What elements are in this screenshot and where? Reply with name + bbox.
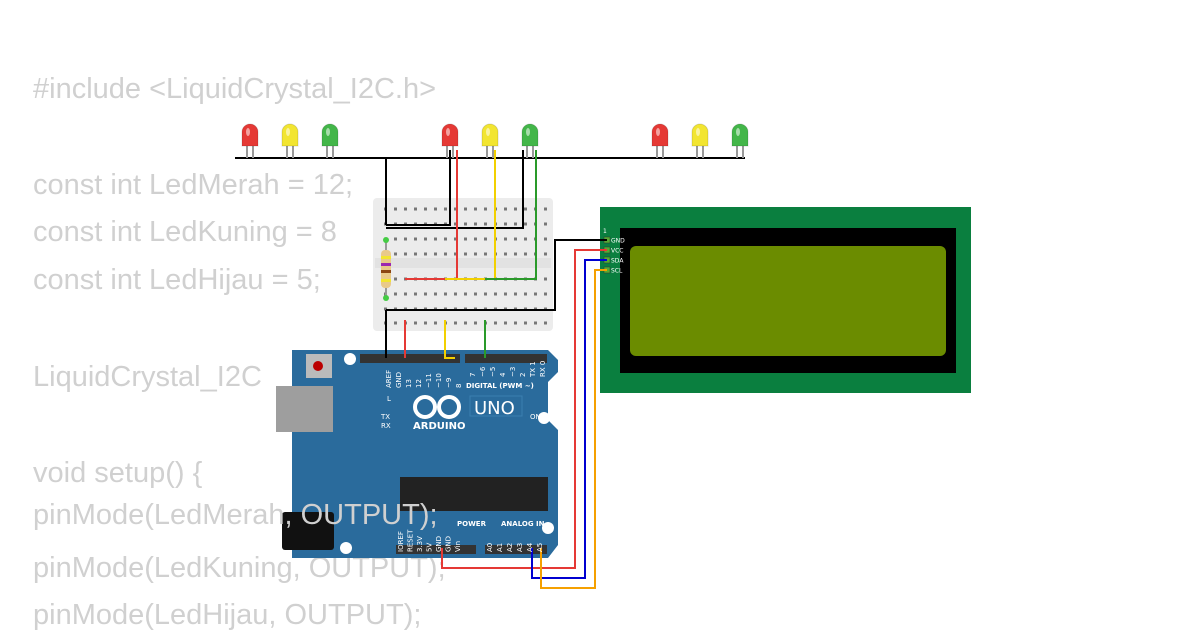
- usb-port: [276, 386, 333, 432]
- led-green[interactable]: [731, 123, 749, 158]
- led-yellow[interactable]: [281, 123, 299, 158]
- pin-label: A5: [536, 543, 544, 552]
- led-tx-label: TX: [380, 413, 390, 421]
- code-line: pinMode(LedMerah, OUTPUT);: [33, 499, 438, 531]
- code-line: const int LedKuning = 8: [33, 216, 337, 248]
- led-green[interactable]: [521, 123, 539, 158]
- pin-label: RESET: [407, 529, 415, 552]
- wire-lcd-scl: [540, 269, 607, 589]
- lcd-i2c-display[interactable]: 1 GND VCC SDA SCL: [600, 207, 971, 393]
- lcd-pin-label: SDA: [611, 258, 624, 265]
- power-header: [396, 545, 476, 554]
- arduino-logo-icon: [413, 395, 461, 419]
- wires: [235, 150, 745, 589]
- pin-label: 8: [455, 384, 463, 388]
- digital-header-left: [360, 354, 460, 363]
- code-line: const int LedMerah = 12;: [33, 169, 354, 201]
- pin-label: A0: [486, 543, 494, 552]
- code-line: void setup() {: [33, 457, 203, 489]
- pin-label: 7: [469, 373, 477, 377]
- arduino-model: UNO: [474, 398, 515, 419]
- led-green[interactable]: [321, 123, 339, 158]
- power-label: POWER: [457, 520, 487, 528]
- pin-label: GND: [395, 372, 403, 388]
- led-l-label: L: [387, 395, 391, 403]
- pin-label: ~9: [445, 378, 453, 388]
- pin-label: ~6: [479, 366, 487, 377]
- pin-label: GND: [435, 536, 443, 552]
- code-line: LiquidCrystal_I2C: [33, 361, 262, 393]
- lcd-pin-label: VCC: [611, 248, 623, 255]
- pin-label: 12: [415, 379, 423, 388]
- led-red[interactable]: [651, 123, 669, 158]
- pin-label: GND: [445, 536, 453, 552]
- breadboard[interactable]: [373, 198, 553, 331]
- code-line: pinMode(LedHijau, OUTPUT);: [33, 599, 422, 631]
- led-yellow[interactable]: [481, 123, 499, 158]
- pin-label: RX 0: [539, 361, 547, 377]
- pin-label: A3: [516, 543, 524, 552]
- led-red[interactable]: [441, 123, 459, 158]
- lcd-pin-label: SCL: [611, 268, 623, 275]
- code-line: const int LedHijau = 5;: [33, 264, 321, 296]
- lcd-pin1-label: 1: [603, 228, 607, 235]
- digital-header-right: [465, 354, 547, 363]
- arduino-brand: ARDUINO: [413, 421, 465, 432]
- pin-label: AREF: [385, 370, 393, 388]
- pin-label: ~5: [489, 367, 497, 377]
- wire-lcd-sda: [531, 259, 607, 579]
- wire-lcd-vcc: [441, 249, 607, 569]
- pin-label: A2: [506, 543, 514, 552]
- pin-label: ~3: [509, 367, 517, 377]
- digital-label: DIGITAL (PWM ~): [466, 382, 534, 390]
- led-red[interactable]: [241, 123, 259, 158]
- pin-label: A4: [526, 542, 534, 552]
- pin-label: 13: [405, 379, 413, 388]
- pin-label: 4: [499, 372, 507, 377]
- lcd-pin-label: GND: [611, 238, 625, 245]
- led-rx-label: RX: [381, 422, 391, 430]
- pin-label: A1: [496, 543, 504, 552]
- analog-header: [485, 545, 547, 554]
- pin-label: 3.3V: [416, 536, 424, 552]
- led-yellow[interactable]: [691, 123, 709, 158]
- code-line: #include <LiquidCrystal_I2C.h>: [33, 73, 437, 105]
- wire-green-led: [485, 150, 537, 280]
- lcd-screen: [630, 246, 946, 356]
- arduino-uno[interactable]: DIGITAL (PWM ~) POWER ANALOG IN ARDUINO …: [276, 350, 558, 558]
- led-on-label: ON: [530, 413, 541, 421]
- resistor: [381, 237, 391, 301]
- pin-label: ~11: [425, 373, 433, 388]
- pin-label: 5V: [426, 543, 434, 552]
- pin-label: ~10: [435, 373, 443, 388]
- pin-label: Vin: [454, 541, 462, 552]
- pin-label: 2: [519, 373, 527, 377]
- pin-label: IOREF: [397, 531, 405, 552]
- atmega-chip: [400, 477, 548, 511]
- pin-label: TX 1: [529, 361, 537, 378]
- analog-label: ANALOG IN: [501, 520, 545, 528]
- wire-lcd-gnd: [386, 239, 607, 311]
- power-jack: [282, 512, 334, 550]
